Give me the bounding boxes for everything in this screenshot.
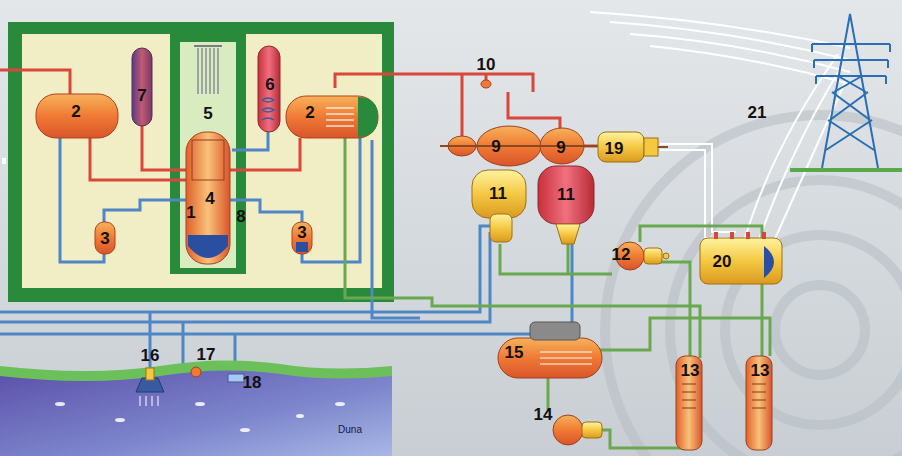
hot-pipes: [0, 70, 598, 180]
pylon: [812, 14, 890, 168]
callout-number: 18: [243, 374, 262, 391]
river: [0, 360, 392, 456]
reactor-vessel: [186, 46, 230, 264]
callout-number: 9: [491, 138, 500, 155]
callout-number: 7: [137, 87, 146, 104]
reactor-shaft: [170, 34, 246, 274]
feedwater-pipes: [345, 136, 770, 448]
callout-number: 21: [748, 104, 767, 121]
accumulator: [258, 46, 280, 132]
containment-interior: [22, 34, 382, 288]
callout-number: 10: [477, 56, 496, 73]
generator: [598, 132, 668, 162]
callout-number: 13: [751, 362, 770, 379]
callout-number: 14: [534, 406, 553, 423]
valve: [481, 80, 491, 88]
deaerator: [498, 322, 602, 378]
reactor-shaft-interior: [180, 42, 236, 268]
callout-number: 2: [305, 104, 314, 121]
cold-pipes: [0, 130, 572, 376]
callout-number: 17: [197, 346, 216, 363]
callout-number: 15: [505, 344, 524, 361]
door-mark: [2, 158, 6, 164]
condenser: [472, 166, 594, 244]
steam-generator-right: [286, 96, 378, 138]
callout-number: 3: [100, 230, 109, 247]
feed-pump: [553, 415, 602, 445]
callout-number: 1: [186, 204, 195, 221]
callout-number: 2: [71, 103, 80, 120]
callout-number: 6: [265, 76, 274, 93]
river-name: Duna: [338, 425, 362, 435]
callout-number: 13: [681, 362, 700, 379]
turbine: [440, 126, 600, 166]
callout-number: 16: [141, 347, 160, 364]
pressurizer: [132, 48, 152, 126]
callout-number: 11: [489, 185, 507, 202]
callout-number: 12: [612, 246, 631, 263]
callout-number: 3: [297, 224, 306, 241]
callout-number: 19: [605, 140, 624, 157]
decor-arcs: [605, 115, 902, 456]
water-intake: [136, 367, 244, 406]
heater: [676, 356, 772, 450]
callout-number: 20: [713, 253, 732, 270]
pump-detail: [296, 242, 308, 252]
transformer: [700, 232, 782, 284]
steam-generator-left: [36, 94, 118, 138]
callout-number: 9: [556, 139, 565, 156]
ground-strip: [790, 168, 902, 172]
circulation-pump: [292, 222, 312, 254]
containment-wall: [8, 22, 394, 302]
callout-number: 4: [205, 190, 214, 207]
callout-number: 11: [557, 186, 575, 203]
circulation-pump: [95, 222, 115, 254]
callout-number: 8: [236, 208, 245, 225]
callout-number: 5: [203, 105, 212, 122]
